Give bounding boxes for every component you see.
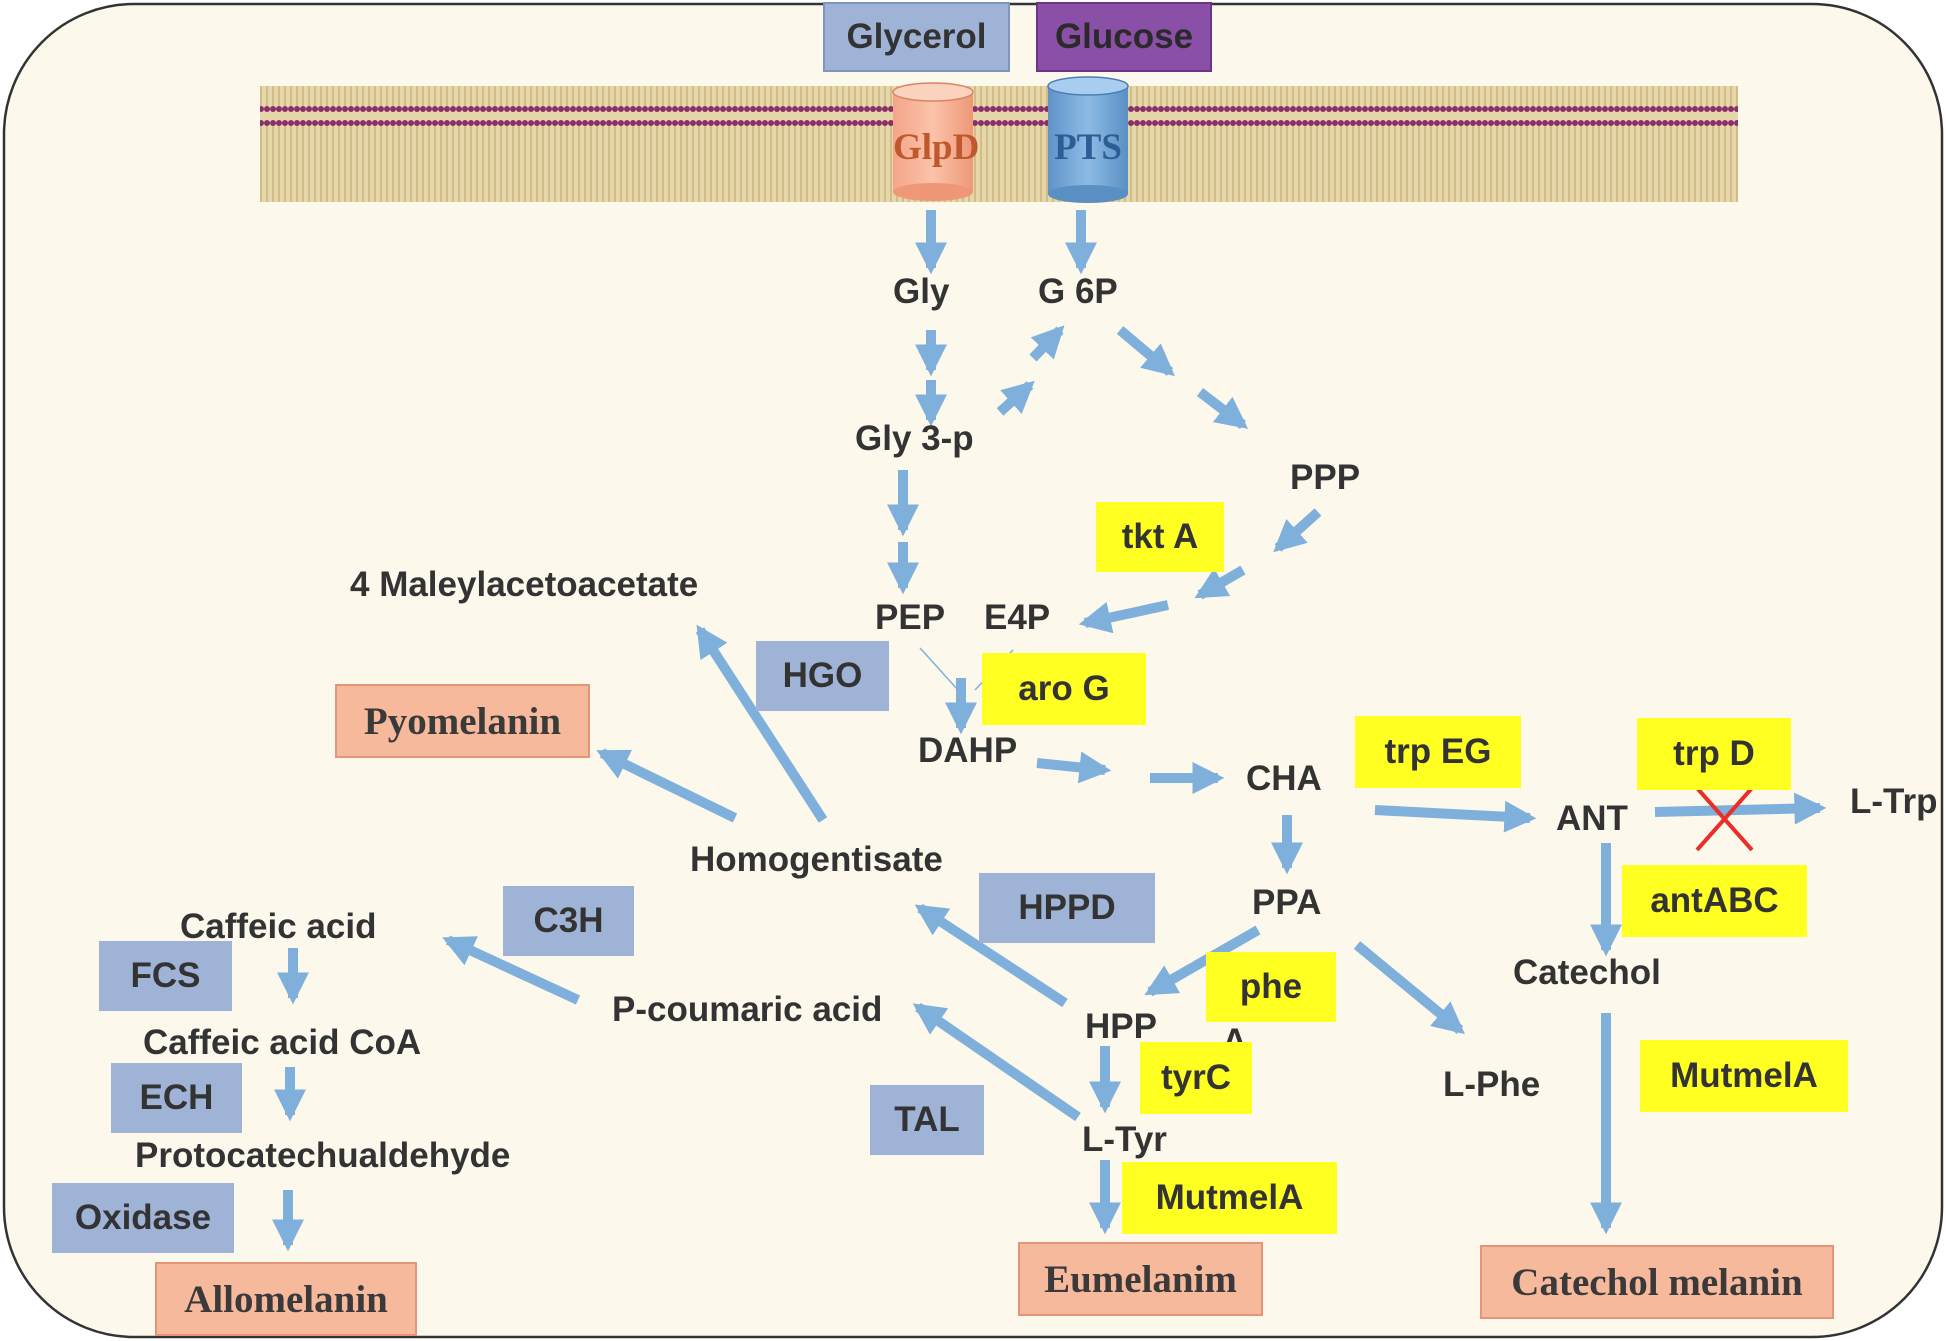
arrow-pcoumaric-caffeic [442,935,581,1005]
enzyme-hppd: HPPD [979,873,1155,943]
enzyme-phea: phe [1206,952,1336,1022]
blocked-cross-icon [1695,786,1754,852]
metabolite-ppp: PPP [1290,458,1361,497]
arrow-ant-ltrp [1654,792,1827,825]
arrow-homogentisate-maleylacetoacetate [695,624,828,823]
enzyme-trpd: trp D [1637,718,1791,790]
enzyme-arog: aro G [982,653,1146,725]
metabolite-caffeic-acid-coa: Caffeic acid CoA [143,1023,422,1062]
arrow-g6p-ppp-b [1196,388,1249,429]
metabolite-gly3p: Gly 3-p [855,419,974,458]
metabolite-hpp: HPP [1085,1007,1157,1046]
arrow-ltyr-pcoumaric [912,1002,1081,1122]
arrow-gly3p-g6p-a [996,380,1035,416]
product-catechol-melanin: Catechol melanin [1480,1245,1834,1319]
arrow-cha-ant [1374,800,1537,833]
enzyme-tkta: tkt A [1096,502,1224,572]
metabolite-ppa: PPA [1252,883,1322,922]
metabolite-protocatechualdehyde: Protocatechualdehyde [135,1136,511,1175]
enzyme-hgo: HGO [756,641,889,711]
enzyme-tal: TAL [870,1085,984,1155]
arrow-g6p-ppp-a [1116,326,1175,377]
metabolite-homogentisate: Homogentisate [690,840,943,879]
arrow-ppp-e4p-b [1194,565,1246,600]
cell-membrane [260,86,1738,202]
metabolite-gly: Gly [893,272,950,311]
enzyme-ech: ECH [111,1063,242,1133]
reaction-arrows [271,210,1827,1252]
metabolite-ltrp: L-Trp [1850,782,1938,821]
enzyme-mutmela-right: MutmelA [1640,1040,1848,1112]
metabolite-lphe: L-Phe [1443,1065,1541,1104]
glpd-label: GlpD [893,127,980,168]
metabolite-p-coumaric-acid: P-coumaric acid [612,990,883,1029]
metabolite-pep: PEP [875,598,946,637]
pts-transporter-icon [1047,76,1129,203]
metabolite-g6p: G 6P [1038,272,1118,311]
enzyme-tyrc: tyrC [1140,1042,1252,1114]
metabolite-ltyr: L-Tyr [1082,1120,1167,1159]
enzyme-fcs: FCS [99,941,232,1011]
pep-connector [919,647,959,691]
glpd-transporter-icon [892,82,974,201]
enzyme-trpeg: trp EG [1355,716,1521,788]
arrow-ppp-e4p-c [1078,600,1170,634]
metabolite-dahp: DAHP [918,731,1018,770]
metabolite-e4p: E4P [984,598,1051,637]
pts-label: PTS [1054,127,1122,168]
glucose-input: Glucose [1036,2,1212,72]
arrow-ppp-e4p-a [1273,508,1322,553]
product-allomelanin: Allomelanin [155,1262,417,1336]
arrow-homogentisate-pyomelanin [596,748,738,823]
metabolite-cha: CHA [1246,759,1322,798]
arrow-ppa-hpp [1144,925,1261,997]
metabolite-maleylacetoacetate: 4 Maleylacetoacetate [350,565,699,604]
enzyme-mutmela-bottom: MutmelA [1122,1162,1337,1234]
enzyme-c3h: C3H [503,886,634,956]
arrow-gly3p-g6p-b [1029,325,1065,362]
product-eumelanin: Eumelanim [1018,1242,1263,1316]
arrow-hpp-homogentisate [914,903,1068,1008]
metabolite-caffeic-acid: Caffeic acid [180,907,377,946]
glycerol-input: Glycerol [823,2,1010,72]
metabolite-ant: ANT [1556,799,1628,838]
arrow-ppa-lphe [1353,941,1465,1035]
product-pyomelanin: Pyomelanin [335,684,590,758]
metabolite-catechol: Catechol [1513,953,1661,992]
arrow-dahp-cha-a [1036,751,1112,784]
enzyme-antabc: antABC [1622,865,1807,937]
enzyme-oxidase: Oxidase [52,1183,234,1253]
